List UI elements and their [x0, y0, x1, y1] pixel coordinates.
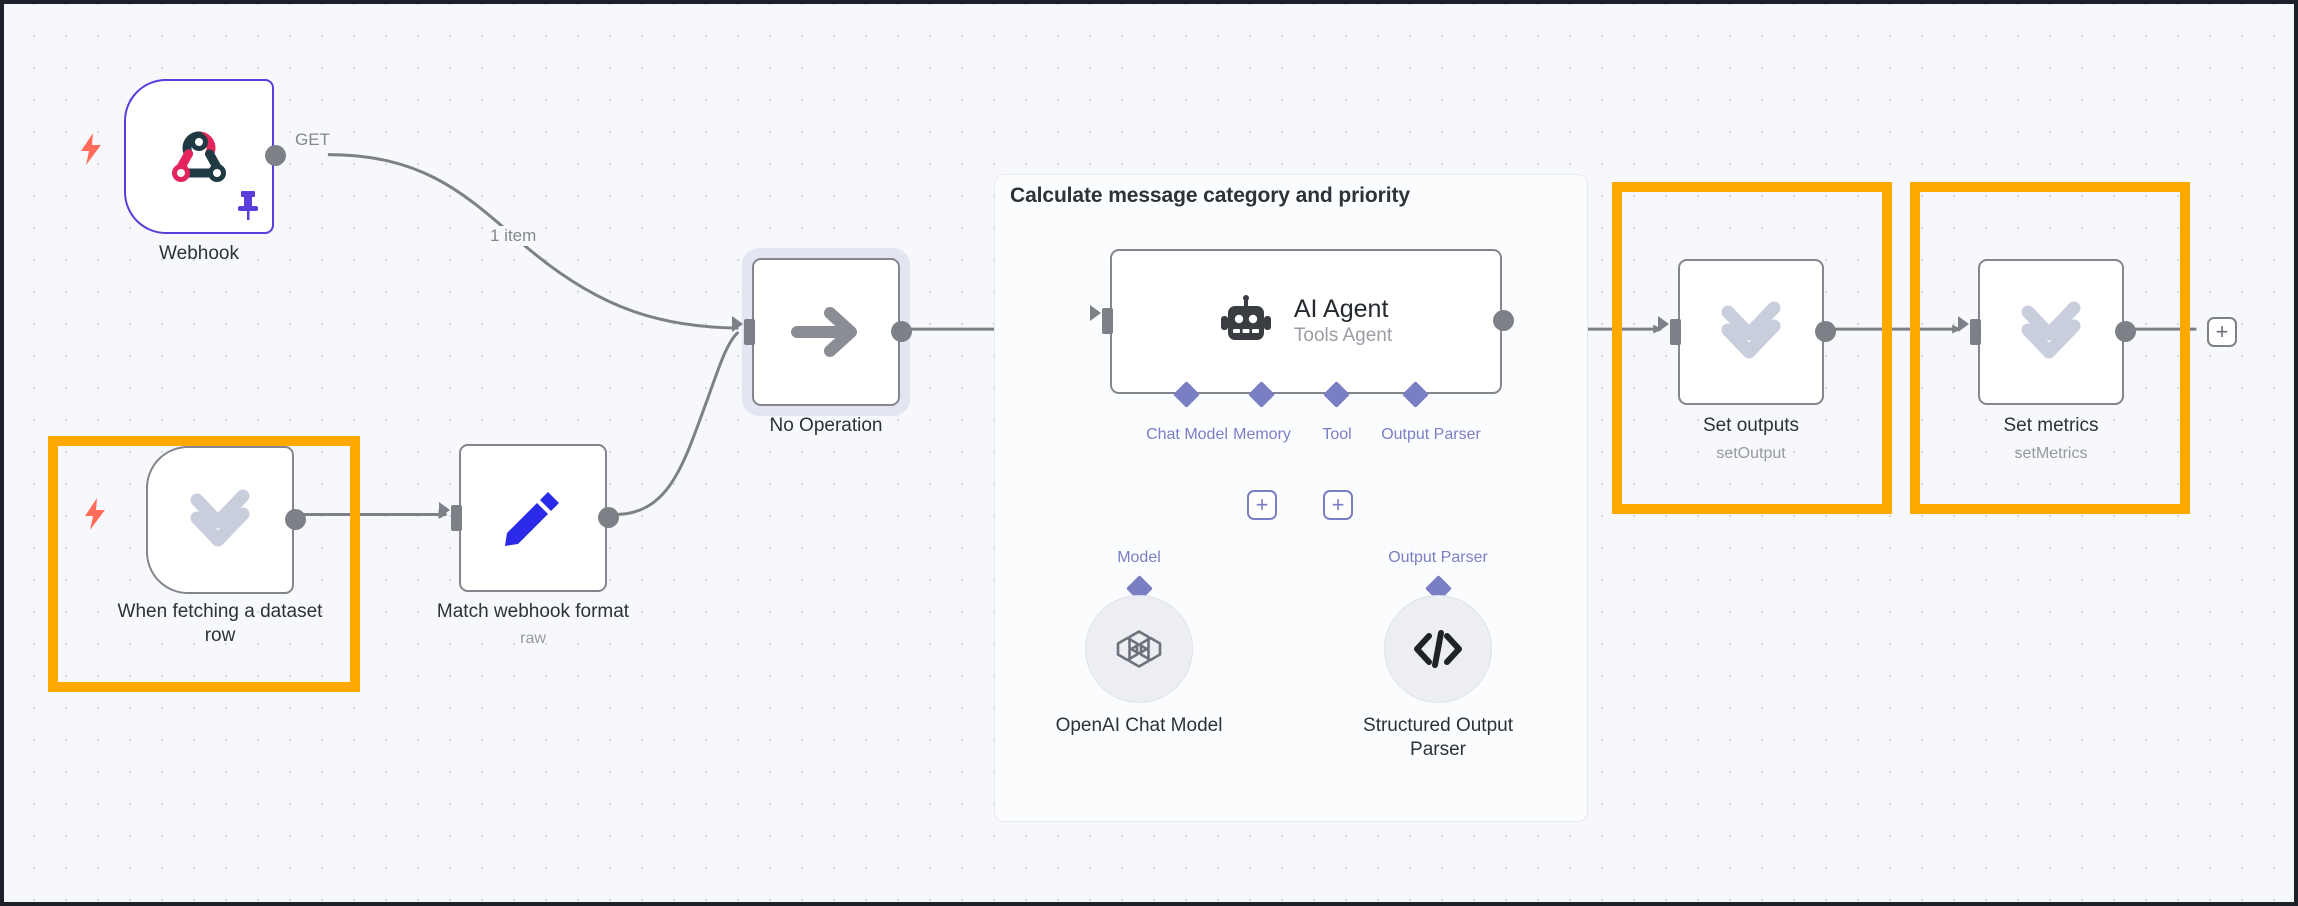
node-set-outputs-output-port[interactable]: [1815, 321, 1836, 342]
node-set-outputs[interactable]: [1658, 259, 1836, 405]
node-no-operation-label: No Operation: [769, 415, 883, 436]
node-ai-agent[interactable]: AI Agent Tools Agent: [1090, 249, 1514, 394]
node-set-metrics-box[interactable]: [1978, 259, 2124, 405]
node-match-webhook-format-box[interactable]: [459, 444, 607, 592]
node-ai-agent-subtitle: Tools Agent: [1293, 324, 1393, 346]
add-tool-button[interactable]: +: [1323, 490, 1353, 520]
agent-port-label-chat-model: Chat Model: [1146, 426, 1228, 443]
double-chevron-down-icon: [2021, 301, 2081, 359]
node-match-webhook-format-label: Match webhook format: [436, 601, 630, 622]
edge-label-get: GET: [291, 130, 334, 150]
node-ai-agent-title: AI Agent: [1293, 294, 1389, 323]
highlight-set-outputs: [1612, 182, 1892, 514]
node-set-outputs-input-arrow: [1658, 316, 1669, 332]
agent-port-label-memory: Memory: [1233, 426, 1291, 443]
openai-icon: [1116, 630, 1162, 668]
sub-port-label-output-parser: Output Parser: [1388, 549, 1488, 566]
node-ai-agent-output-port[interactable]: [1493, 310, 1514, 331]
webhook-icon: [172, 131, 226, 182]
node-webhook-output-port[interactable]: [265, 145, 286, 166]
node-match-webhook-format[interactable]: [439, 444, 619, 592]
node-match-webhook-format-sublabel: raw: [520, 630, 546, 647]
node-ai-agent-input-arrow: [1090, 305, 1101, 321]
node-match-webhook-format-input-arrow: [439, 502, 450, 518]
sub-node-structured-output-parser[interactable]: [1384, 595, 1492, 703]
node-ai-agent-content: AI Agent Tools Agent: [1220, 294, 1392, 348]
highlight-when-fetching-a-dataset-row: [48, 436, 360, 692]
sub-node-structured-output-parser-label: Structured Output Parser: [1363, 715, 1513, 760]
node-set-outputs-box[interactable]: [1678, 259, 1824, 405]
node-set-metrics-label: Set metrics: [2003, 415, 2099, 436]
node-no-operation-output-port[interactable]: [891, 321, 912, 342]
node-webhook-label: Webhook: [159, 243, 239, 264]
node-match-webhook-format-output-port[interactable]: [598, 507, 619, 528]
node-ai-agent-text: AI Agent Tools Agent: [1294, 295, 1392, 348]
double-chevron-down-icon: [1721, 301, 1781, 359]
node-set-outputs-label: Set outputs: [1702, 415, 1800, 436]
trigger-bolt-icon-dataset-row: [85, 498, 105, 530]
node-set-metrics[interactable]: [1958, 259, 2136, 405]
sub-node-openai-chat-model-label: OpenAI Chat Model: [1055, 715, 1223, 736]
node-when-fetching-a-dataset-row-label: When fetching a dataset row: [117, 601, 323, 646]
node-when-fetching-a-dataset-row-box[interactable]: [146, 446, 294, 594]
trigger-bolt-icon-webhook: [81, 133, 101, 165]
arrow-right-icon: [791, 307, 857, 357]
edge-label-1-item: 1 item: [486, 226, 541, 246]
node-when-fetching-a-dataset-row[interactable]: [146, 446, 306, 594]
node-webhook[interactable]: [124, 79, 286, 234]
add-memory-button[interactable]: +: [1247, 490, 1277, 520]
node-set-metrics-output-port[interactable]: [2115, 321, 2136, 342]
node-when-fetching-a-dataset-row-output-port[interactable]: [285, 509, 306, 530]
pin-icon[interactable]: [236, 189, 260, 221]
node-ai-agent-box[interactable]: AI Agent Tools Agent: [1110, 249, 1502, 394]
node-no-operation-box[interactable]: [752, 258, 900, 406]
pencil-icon: [505, 492, 559, 546]
node-no-operation-input-port[interactable]: [744, 319, 755, 345]
node-no-operation[interactable]: [732, 258, 912, 406]
node-no-operation-input-arrow: [732, 316, 743, 332]
double-chevron-down-icon: [190, 489, 250, 547]
add-node-button[interactable]: +: [2207, 317, 2237, 347]
sub-node-openai-chat-model[interactable]: [1085, 595, 1193, 703]
node-set-metrics-sublabel: setMetrics: [2014, 445, 2088, 462]
node-ai-agent-input-port[interactable]: [1102, 308, 1113, 334]
sub-port-label-model: Model: [1117, 549, 1161, 566]
robot-icon: [1220, 294, 1271, 340]
node-set-metrics-input-arrow: [1958, 316, 1969, 332]
agent-port-label-output-parser: Output Parser: [1381, 426, 1481, 443]
highlight-set-metrics: [1910, 182, 2190, 514]
agent-port-label-tool: Tool: [1322, 426, 1352, 443]
node-set-metrics-input-port[interactable]: [1970, 319, 1981, 345]
node-set-outputs-input-port[interactable]: [1670, 319, 1681, 345]
node-set-outputs-sublabel: setOutput: [1716, 445, 1786, 462]
node-match-webhook-format-input-port[interactable]: [451, 505, 462, 531]
group-title: Calculate message category and priority: [1010, 184, 1410, 207]
code-brackets-icon: [1414, 630, 1462, 668]
